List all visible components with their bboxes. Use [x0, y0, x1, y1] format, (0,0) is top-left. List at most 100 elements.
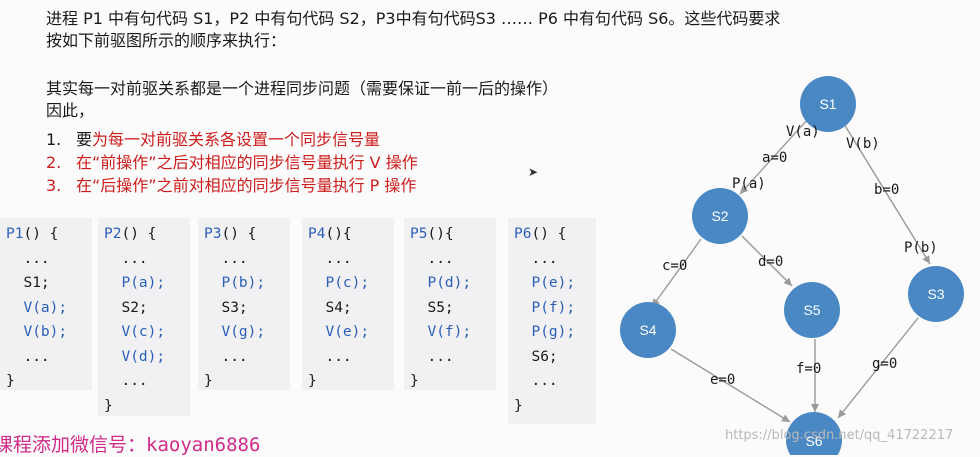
step-2-num: 2.: [46, 153, 62, 172]
edge-label-f0: f=0: [796, 361, 821, 377]
code-line: V(c);: [121, 324, 166, 340]
node-s2: [692, 188, 748, 244]
code-block-p1: P1() { ... S1; V(a); V(b); ... }: [0, 218, 92, 390]
code-close: }: [410, 373, 419, 389]
code-line: S5;: [427, 299, 454, 316]
code-header: P3() {: [204, 226, 257, 242]
edge-s4-s6: [670, 348, 791, 423]
step-1-text: 为每一对前驱关系各设置一个同步信号量: [92, 130, 381, 149]
edge-label-pa: P(a): [732, 176, 766, 192]
code-line: V(b);: [23, 324, 68, 340]
node-label-s1: S1: [819, 96, 836, 112]
intro-line-2: 按如下前驱图所示的顺序来执行：: [46, 31, 287, 50]
explanation: 其实每一对前驱关系都是一个进程同步问题（需要保证一前一后的操作） 因此，: [46, 78, 696, 122]
edge-s2-s4: [651, 238, 702, 308]
code-close: }: [514, 397, 523, 414]
code-block-p5: P5(){ ... P(d); S5; V(f); ... }: [404, 218, 496, 390]
code-header: P2() {: [104, 226, 157, 242]
code-line: P(g);: [531, 324, 576, 340]
node-s5: [784, 282, 840, 338]
step-1: 1. 要为每一对前驱关系各设置一个同步信号量: [46, 128, 418, 151]
code-line: P(d);: [427, 275, 472, 291]
node-label-s6: S6: [805, 433, 822, 449]
edge-label-g0: g=0: [872, 356, 897, 372]
edge-s1-s3: [843, 123, 931, 265]
code-header: P4(){: [308, 226, 352, 242]
code-line: P(e);: [531, 275, 576, 291]
node-label-s5: S5: [803, 302, 820, 318]
code-line: ...: [325, 348, 352, 365]
edge-label-va: V(a): [786, 124, 820, 140]
code-header: P1() {: [6, 226, 59, 242]
code-line: ...: [121, 250, 148, 267]
code-line: V(g);: [221, 324, 266, 340]
code-header: P5(){: [410, 226, 454, 242]
step-3-text: 在“后操作”之前对相应的同步信号量执行 P 操作: [76, 176, 417, 195]
code-line: V(f);: [427, 324, 472, 340]
explain-line-1: 其实每一对前驱关系都是一个进程同步问题（需要保证一前一后的操作）: [46, 79, 559, 98]
code-line: ...: [23, 250, 50, 267]
code-line: ...: [531, 373, 558, 389]
node-label-s4: S4: [639, 322, 656, 338]
edge-s3-s6: [837, 317, 919, 419]
step-1-num: 1.: [46, 130, 62, 149]
edge-label-b0: b=0: [874, 182, 899, 198]
code-line: P(a);: [121, 275, 166, 291]
code-line: ...: [325, 250, 352, 267]
edge-label-e0: e=0: [710, 372, 735, 388]
code-line: P(b);: [221, 275, 266, 291]
intro-text: 进程 P1 中有句代码 S1，P2 中有句代码 S2，P3中有句代码S3 …… …: [46, 8, 916, 52]
steps-list: 1. 要为每一对前驱关系各设置一个同步信号量 2. 在“前操作”之后对相应的同步信号…: [46, 128, 418, 197]
node-s6: [786, 412, 842, 455]
code-line: P(c);: [325, 275, 370, 291]
code-line: V(d);: [121, 348, 166, 365]
edge-label-pb: P(b): [904, 240, 938, 256]
node-s3: [908, 266, 964, 322]
step-2: 2. 在“前操作”之后对相应的同步信号量执行 V 操作: [46, 151, 418, 174]
code-block-p2: P2() { ... P(a); S2; V(c); V(d); ... }: [98, 218, 190, 416]
watermark-url: https://blog.csdn.net/qq_41722217: [725, 428, 954, 443]
node-s1: [800, 76, 856, 132]
code-line: ...: [427, 348, 454, 365]
code-block-p3: P3() { ... P(b); S3; V(g); ... }: [198, 218, 290, 390]
node-label-s3: S3: [927, 286, 944, 302]
code-close: }: [204, 373, 213, 389]
intro-line-1: 进程 P1 中有句代码 S1，P2 中有句代码 S2，P3中有句代码S3 …… …: [46, 9, 781, 28]
step-2-text: 在“前操作”之后对相应的同步信号量执行 V 操作: [76, 153, 418, 172]
code-line: S3;: [221, 299, 248, 316]
explain-line-2: 因此，: [46, 101, 95, 120]
edge-s1-s2: [739, 118, 809, 195]
edge-label-c0: c=0: [662, 258, 687, 274]
code-line: ...: [121, 373, 148, 389]
node-label-s2: S2: [711, 208, 728, 224]
node-s4: [620, 302, 676, 358]
code-close: }: [6, 373, 15, 389]
footer-wechat-note: 课程添加微信号：kaoyan6886: [0, 434, 261, 456]
code-header: P6() {: [514, 226, 567, 242]
code-line: V(a);: [23, 299, 68, 316]
step-1-prefix: 要: [76, 130, 93, 149]
code-line: S4;: [325, 299, 352, 316]
code-line: S6;: [531, 348, 558, 365]
edge-label-a0: a=0: [762, 150, 787, 166]
mouse-cursor-icon: ➤: [528, 165, 539, 179]
code-close: }: [104, 397, 113, 414]
step-3-num: 3.: [46, 176, 62, 195]
code-line: ...: [427, 250, 454, 267]
code-line: P(f);: [531, 299, 576, 316]
code-block-p6: P6() { ... P(e); P(f); P(g); S6; ... }: [508, 218, 596, 424]
code-line: S2;: [121, 299, 148, 316]
edge-s2-s5: [741, 235, 793, 287]
code-line: V(e);: [325, 324, 370, 340]
edge-label-d0: d=0: [758, 254, 783, 270]
code-block-p4: P4(){ ... P(c); S4; V(e); ... }: [302, 218, 394, 390]
code-line: ...: [531, 250, 558, 267]
code-line: ...: [23, 348, 50, 365]
code-line: ...: [221, 250, 248, 267]
code-close: }: [308, 373, 317, 389]
code-line: S1;: [23, 275, 50, 291]
code-line: ...: [221, 348, 248, 365]
edge-label-vb: V(b): [846, 136, 880, 152]
step-3: 3. 在“后操作”之前对相应的同步信号量执行 P 操作: [46, 174, 418, 197]
